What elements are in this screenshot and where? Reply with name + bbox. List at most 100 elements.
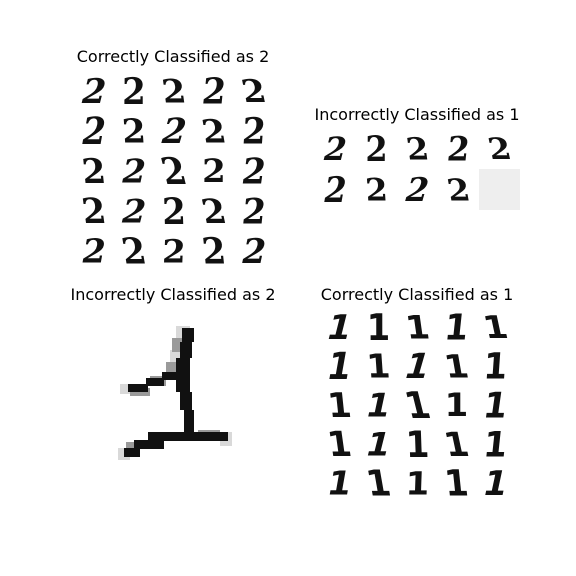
digit-glyph: 2	[78, 110, 110, 154]
digit-thumbnail: 1	[476, 384, 515, 427]
digit-thumbnail: 2	[114, 112, 154, 152]
digit-glyph: 1	[366, 305, 391, 350]
digit-glyph: 2	[199, 71, 229, 113]
digit-glyph: 1	[325, 385, 354, 426]
digit-thumbnail: 1	[359, 463, 398, 505]
digit-glyph: 1	[442, 462, 471, 505]
digit-glyph: 2	[239, 191, 268, 233]
digit-thumbnail: 2	[315, 169, 356, 211]
digit-glyph: 2	[484, 131, 515, 166]
digit-glyph: 2	[122, 70, 146, 114]
digit-thumbnail: 2	[234, 232, 274, 272]
digit-glyph: 2	[403, 130, 432, 167]
digit-thumbnail: 1	[437, 386, 476, 425]
digit-thumbnail: 1	[398, 384, 437, 427]
digit-glyph: 1	[324, 464, 355, 503]
digit-thumbnail: 2	[234, 151, 274, 193]
digit-thumbnail: 2	[74, 232, 114, 272]
empty-grid-cell	[479, 169, 520, 210]
digit-thumbnail: 2	[114, 231, 154, 273]
digit-thumbnail: 2	[356, 169, 397, 210]
digit-thumbnail: 1	[359, 305, 398, 350]
digit-thumbnail: 1	[320, 464, 359, 503]
digit-thumbnail: 2	[438, 128, 479, 169]
digit-thumbnail: 1	[398, 423, 437, 466]
digit-glyph: 2	[237, 232, 271, 272]
digit-thumbnail: 2	[438, 169, 479, 210]
digit-glyph: 2	[444, 171, 473, 208]
digit-thumbnail: 2	[74, 72, 114, 112]
digit-thumbnail: 2	[114, 70, 154, 114]
digit-thumbnail: 1	[476, 423, 515, 466]
panel-title-correct-2: Correctly Classified as 2	[76, 47, 270, 66]
digit-thumbnail: 1	[476, 464, 515, 504]
digit-thumbnail: 2	[194, 192, 234, 232]
digit-glyph: 1	[322, 307, 357, 348]
digit-thumbnail: 2	[154, 72, 194, 112]
digit-glyph: 1	[400, 383, 435, 428]
panel-title-correct-1: Correctly Classified as 1	[320, 285, 514, 304]
digit-glyph: 2	[239, 151, 269, 193]
digit-glyph: 1	[440, 424, 473, 465]
digit-thumbnail: 2	[154, 190, 194, 234]
digit-glyph: 2	[78, 232, 110, 272]
digit-thumbnail: 2	[74, 152, 114, 192]
digit-glyph: 1	[442, 306, 471, 349]
digit-glyph: 1	[444, 386, 469, 425]
digit-glyph: 2	[198, 113, 230, 151]
digit-thumbnail: 1	[320, 424, 359, 465]
digit-thumbnail: 2	[194, 71, 234, 113]
digit-glyph: 1	[362, 462, 395, 505]
digit-glyph: 1	[480, 384, 511, 427]
digit-glyph: 2	[118, 231, 150, 273]
digit-thumbnail: 2	[154, 150, 194, 193]
digit-thumbnail: 1	[398, 346, 437, 387]
digit-glyph: 1	[479, 309, 512, 346]
digit-thumbnail: 2	[194, 112, 234, 152]
digit-glyph: 2	[238, 73, 270, 111]
digit-glyph: 1	[402, 308, 432, 347]
digit-glyph: 2	[365, 127, 388, 170]
digit-glyph: 2	[77, 72, 111, 112]
panel-title-incorrect-2: Incorrectly Classified as 2	[70, 285, 276, 304]
digit-thumbnail: 2	[154, 232, 194, 272]
digit-thumbnail: 2	[154, 112, 194, 153]
digit-glyph: 2	[80, 152, 108, 192]
digit-thumbnail: 2	[74, 192, 114, 233]
digit-thumbnail: 2	[194, 152, 234, 192]
digit-glyph: 2	[202, 153, 226, 191]
digit-thumbnail: 2	[114, 192, 154, 232]
digit-glyph: 1	[323, 344, 356, 389]
digit-glyph: 1	[404, 464, 430, 503]
digit-glyph: 1	[479, 463, 512, 504]
digit-glyph: 2	[319, 129, 352, 168]
digit-glyph: 1	[482, 345, 509, 388]
digit-thumbnail: 1	[437, 347, 476, 386]
digit-glyph: 2	[161, 233, 187, 271]
digit-thumbnail: 1	[437, 462, 476, 505]
digit-glyph: 2	[161, 190, 187, 234]
digit-thumbnail: 1	[476, 308, 515, 347]
digit-glyph: 2	[156, 150, 192, 194]
digit-thumbnail: 2	[479, 128, 520, 169]
digit-thumbnail: 2	[74, 110, 114, 154]
digit-glyph: 2	[320, 168, 351, 211]
digit-glyph: 2	[199, 230, 229, 274]
digit-thumbnail: 1	[437, 425, 476, 464]
digit-glyph: 1	[404, 423, 431, 466]
digit-thumbnail: 2	[315, 128, 356, 169]
digit-thumbnail: 2	[356, 128, 397, 169]
digit-thumbnail: 1	[359, 347, 398, 386]
digit-thumbnail: 2	[397, 128, 438, 169]
digit-thumbnail: 2	[114, 152, 154, 192]
digit-glyph: 1	[441, 347, 472, 386]
digit-thumbnail: 2	[194, 230, 234, 274]
digit-thumbnail: 2	[234, 72, 274, 112]
digit-thumbnail: 1	[320, 308, 359, 348]
digit-glyph: 1	[481, 423, 510, 466]
digit-thumbnail: 1	[437, 306, 476, 349]
digit-thumbnail: 2	[397, 169, 438, 210]
